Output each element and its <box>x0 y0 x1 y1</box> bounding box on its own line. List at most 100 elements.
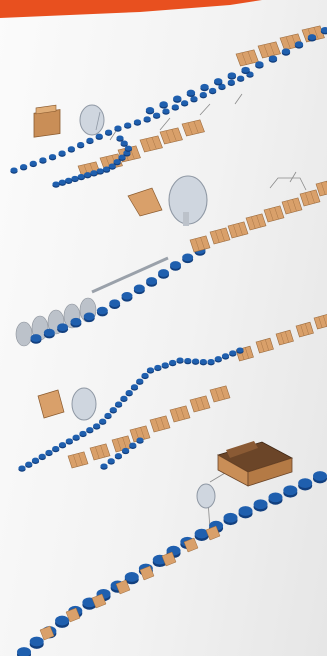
carton-blank <box>264 206 284 222</box>
container-top <box>126 390 133 395</box>
container-top <box>239 506 253 516</box>
container-top <box>31 334 42 342</box>
container-top <box>25 462 32 467</box>
container-top <box>136 379 143 384</box>
container-top <box>228 80 235 85</box>
container-top <box>200 92 207 97</box>
container-top <box>187 90 195 96</box>
carton-blank <box>276 330 294 345</box>
container-top <box>241 67 249 73</box>
carton-blank <box>282 198 302 214</box>
container-top <box>39 157 46 162</box>
container-top <box>10 167 17 172</box>
container-top <box>115 401 122 406</box>
container-top <box>32 458 39 463</box>
container-top <box>255 61 263 67</box>
container-top <box>120 396 127 401</box>
container-top <box>153 113 160 118</box>
container-top <box>170 261 181 269</box>
container-top <box>228 72 236 78</box>
container-top <box>207 359 214 364</box>
container-top <box>77 142 84 147</box>
panel-3-carton-blanks <box>68 314 327 468</box>
container-top <box>169 360 176 365</box>
carton-blank <box>150 416 170 432</box>
container-top <box>86 427 93 432</box>
container-top <box>184 358 191 363</box>
panel-1 <box>10 26 327 188</box>
carton-blank <box>170 406 190 422</box>
container-top <box>192 359 199 364</box>
container-top <box>55 616 69 626</box>
container-top <box>52 181 59 186</box>
carton-blank <box>256 338 274 353</box>
carton-blank <box>246 214 266 230</box>
container-top <box>58 151 65 156</box>
container-top <box>93 423 100 428</box>
carton-blank <box>210 386 230 402</box>
container-top <box>136 437 143 442</box>
container-top <box>116 135 123 140</box>
carton-blank <box>68 452 88 468</box>
panel-1-cutting-wheel <box>80 105 104 135</box>
container-top <box>45 450 52 455</box>
container-top <box>173 95 181 101</box>
container-top <box>109 299 120 307</box>
container-top <box>295 41 303 47</box>
container-top <box>176 357 183 362</box>
container-top <box>224 513 238 523</box>
carton-blank <box>190 236 210 252</box>
container-top <box>237 76 244 81</box>
carton-blank <box>236 50 259 66</box>
guide-rail <box>92 258 168 292</box>
carton-blank <box>190 396 210 412</box>
container-top <box>115 453 122 458</box>
carton-blank <box>160 128 183 144</box>
container-top <box>181 100 188 105</box>
panel-3 <box>18 314 327 472</box>
container-top <box>65 178 72 183</box>
container-top <box>124 122 131 127</box>
container-top <box>122 292 133 300</box>
carton-blank <box>316 180 327 196</box>
container-top <box>129 443 136 448</box>
panel-4-cutting-wheel <box>197 484 215 508</box>
container-top <box>159 101 167 107</box>
container-top <box>162 108 169 113</box>
container-top <box>39 454 46 459</box>
carton-blank <box>90 444 110 460</box>
container-top <box>59 442 66 447</box>
container-top <box>105 130 112 135</box>
container-top <box>100 463 107 468</box>
container-top <box>97 168 104 173</box>
container-top <box>122 448 129 453</box>
container-top <box>283 485 297 495</box>
carton-blank <box>182 120 205 136</box>
panel-3-blank-feed <box>38 390 64 418</box>
container-top <box>30 161 37 166</box>
container-top <box>146 277 157 285</box>
carton-blank <box>112 436 132 452</box>
container-top <box>254 499 268 509</box>
container-top <box>30 637 44 647</box>
container-top <box>52 446 59 451</box>
container-top <box>214 78 222 84</box>
container-top <box>134 119 141 124</box>
carton-blank <box>210 228 230 244</box>
container-top <box>90 170 97 175</box>
container-top <box>236 347 243 352</box>
container-top <box>84 172 91 177</box>
container-top <box>70 318 81 326</box>
container-top <box>97 307 108 315</box>
container-top <box>229 350 236 355</box>
container-top <box>209 88 216 93</box>
roller <box>16 322 32 346</box>
container-top <box>86 138 93 143</box>
container-top <box>18 465 25 470</box>
container-top <box>78 174 85 179</box>
carton-blank <box>228 222 248 238</box>
container-top <box>147 367 154 372</box>
panel-2-rollers <box>16 298 96 346</box>
